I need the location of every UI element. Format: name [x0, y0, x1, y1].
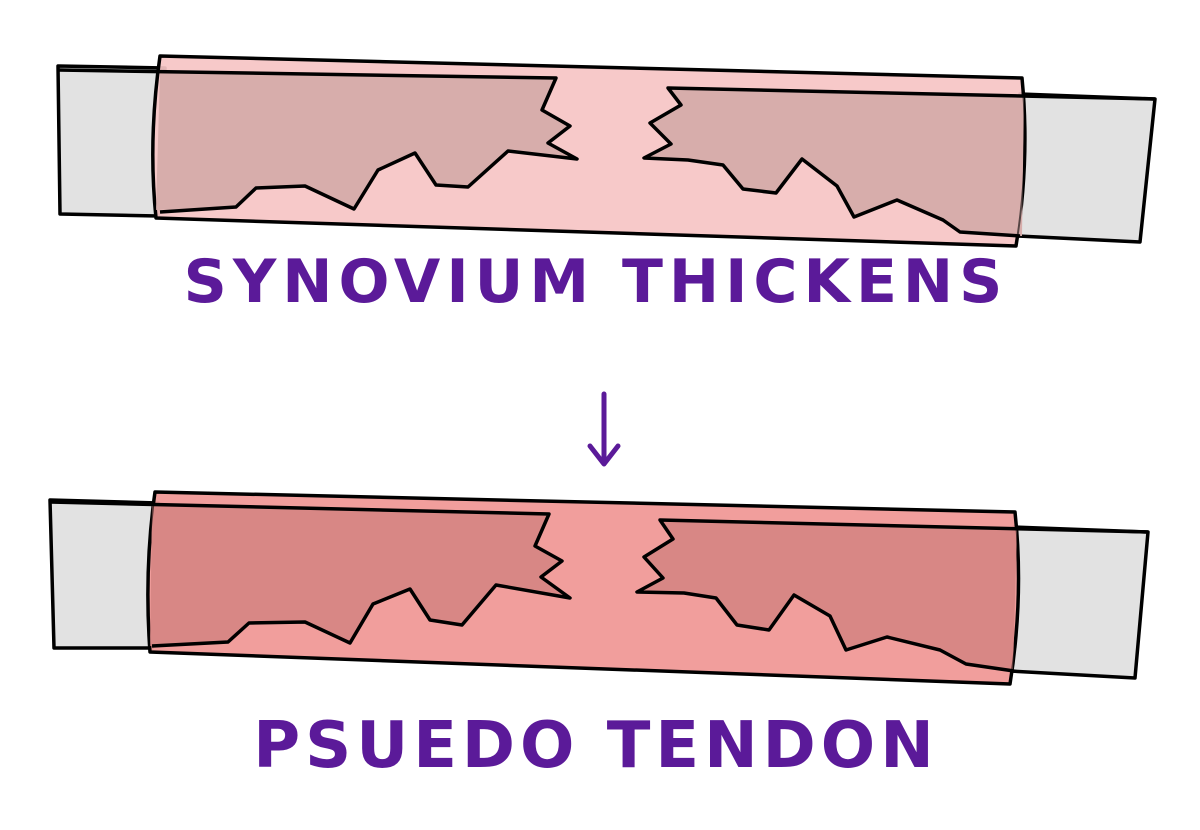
tendon-stump-left-bottom: [150, 505, 570, 646]
top-panel: [56, 54, 1157, 248]
tear-edge-right-top: [642, 86, 1156, 238]
tendon-end-right: [1016, 92, 1157, 244]
tear-edge-left-bottom: [49, 500, 572, 648]
tear-edge-right-bottom: [635, 518, 1149, 673]
tear-edge-left-top: [57, 68, 579, 214]
tendon-end-right: [1008, 525, 1150, 680]
tendon-stump-left-top: [156, 72, 577, 210]
tendon-end-left: [48, 498, 160, 650]
bottom-panel: [48, 490, 1150, 686]
tendon-end-left: [56, 64, 167, 218]
tendon-stump-right-bottom: [637, 520, 1017, 670]
caption-pseudo-tendon: PSUEDO TENDON: [253, 709, 939, 783]
caption-synovium-thickens: SYNOVIUM THICKENS: [183, 247, 1009, 317]
arrow-down-icon: [587, 391, 621, 467]
tendon-stump-right-top: [644, 88, 1024, 236]
